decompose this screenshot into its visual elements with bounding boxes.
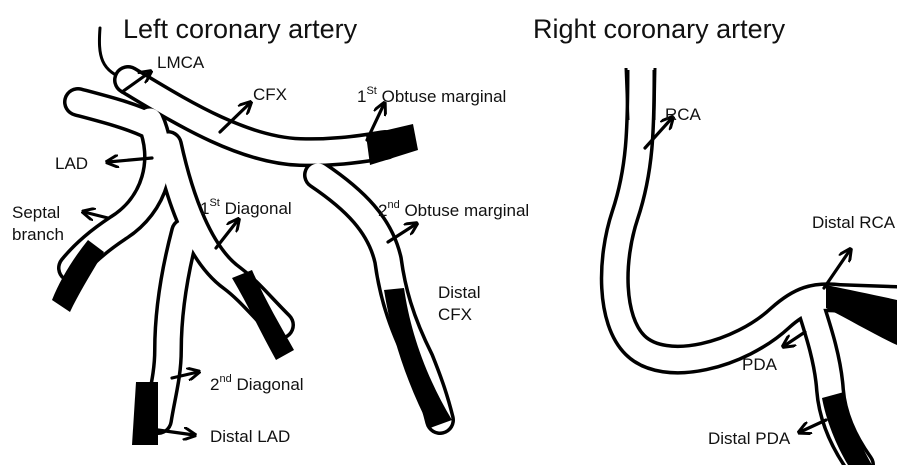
label-distal-pda: Distal PDA (708, 429, 791, 448)
label-cfx: CFX (253, 85, 287, 104)
label-distal-cfx-line2: CFX (438, 305, 472, 324)
right-coronary-tree: Right coronary artery RCA Distal RCA PDA… (533, 14, 897, 465)
occlusion-distal-lad (132, 382, 158, 445)
occlusion-om1 (366, 124, 418, 165)
label-distal-cfx-line1: Distal (438, 283, 481, 302)
label-distal-lad: Distal LAD (210, 427, 290, 446)
label-septal-line1: Septal (12, 203, 60, 222)
left-diagram-title: Left coronary artery (123, 14, 358, 44)
label-rca: RCA (665, 105, 702, 124)
label-septal-line2: branch (12, 225, 64, 244)
label-d2: 2nd Diagonal (210, 373, 304, 394)
label-d1: 1St Diagonal (200, 197, 292, 218)
label-lmca: LMCA (157, 53, 205, 72)
label-distal-rca: Distal RCA (812, 213, 896, 232)
label-om1: 1St Obtuse marginal (357, 85, 506, 106)
label-om2: 2nd Obtuse marginal (378, 199, 529, 220)
left-coronary-tree: Left coronary artery LMCA CFX 1St Obtuse… (12, 14, 529, 446)
label-lad: LAD (55, 154, 88, 173)
label-pda: PDA (742, 355, 778, 374)
right-diagram-title: Right coronary artery (533, 14, 786, 44)
